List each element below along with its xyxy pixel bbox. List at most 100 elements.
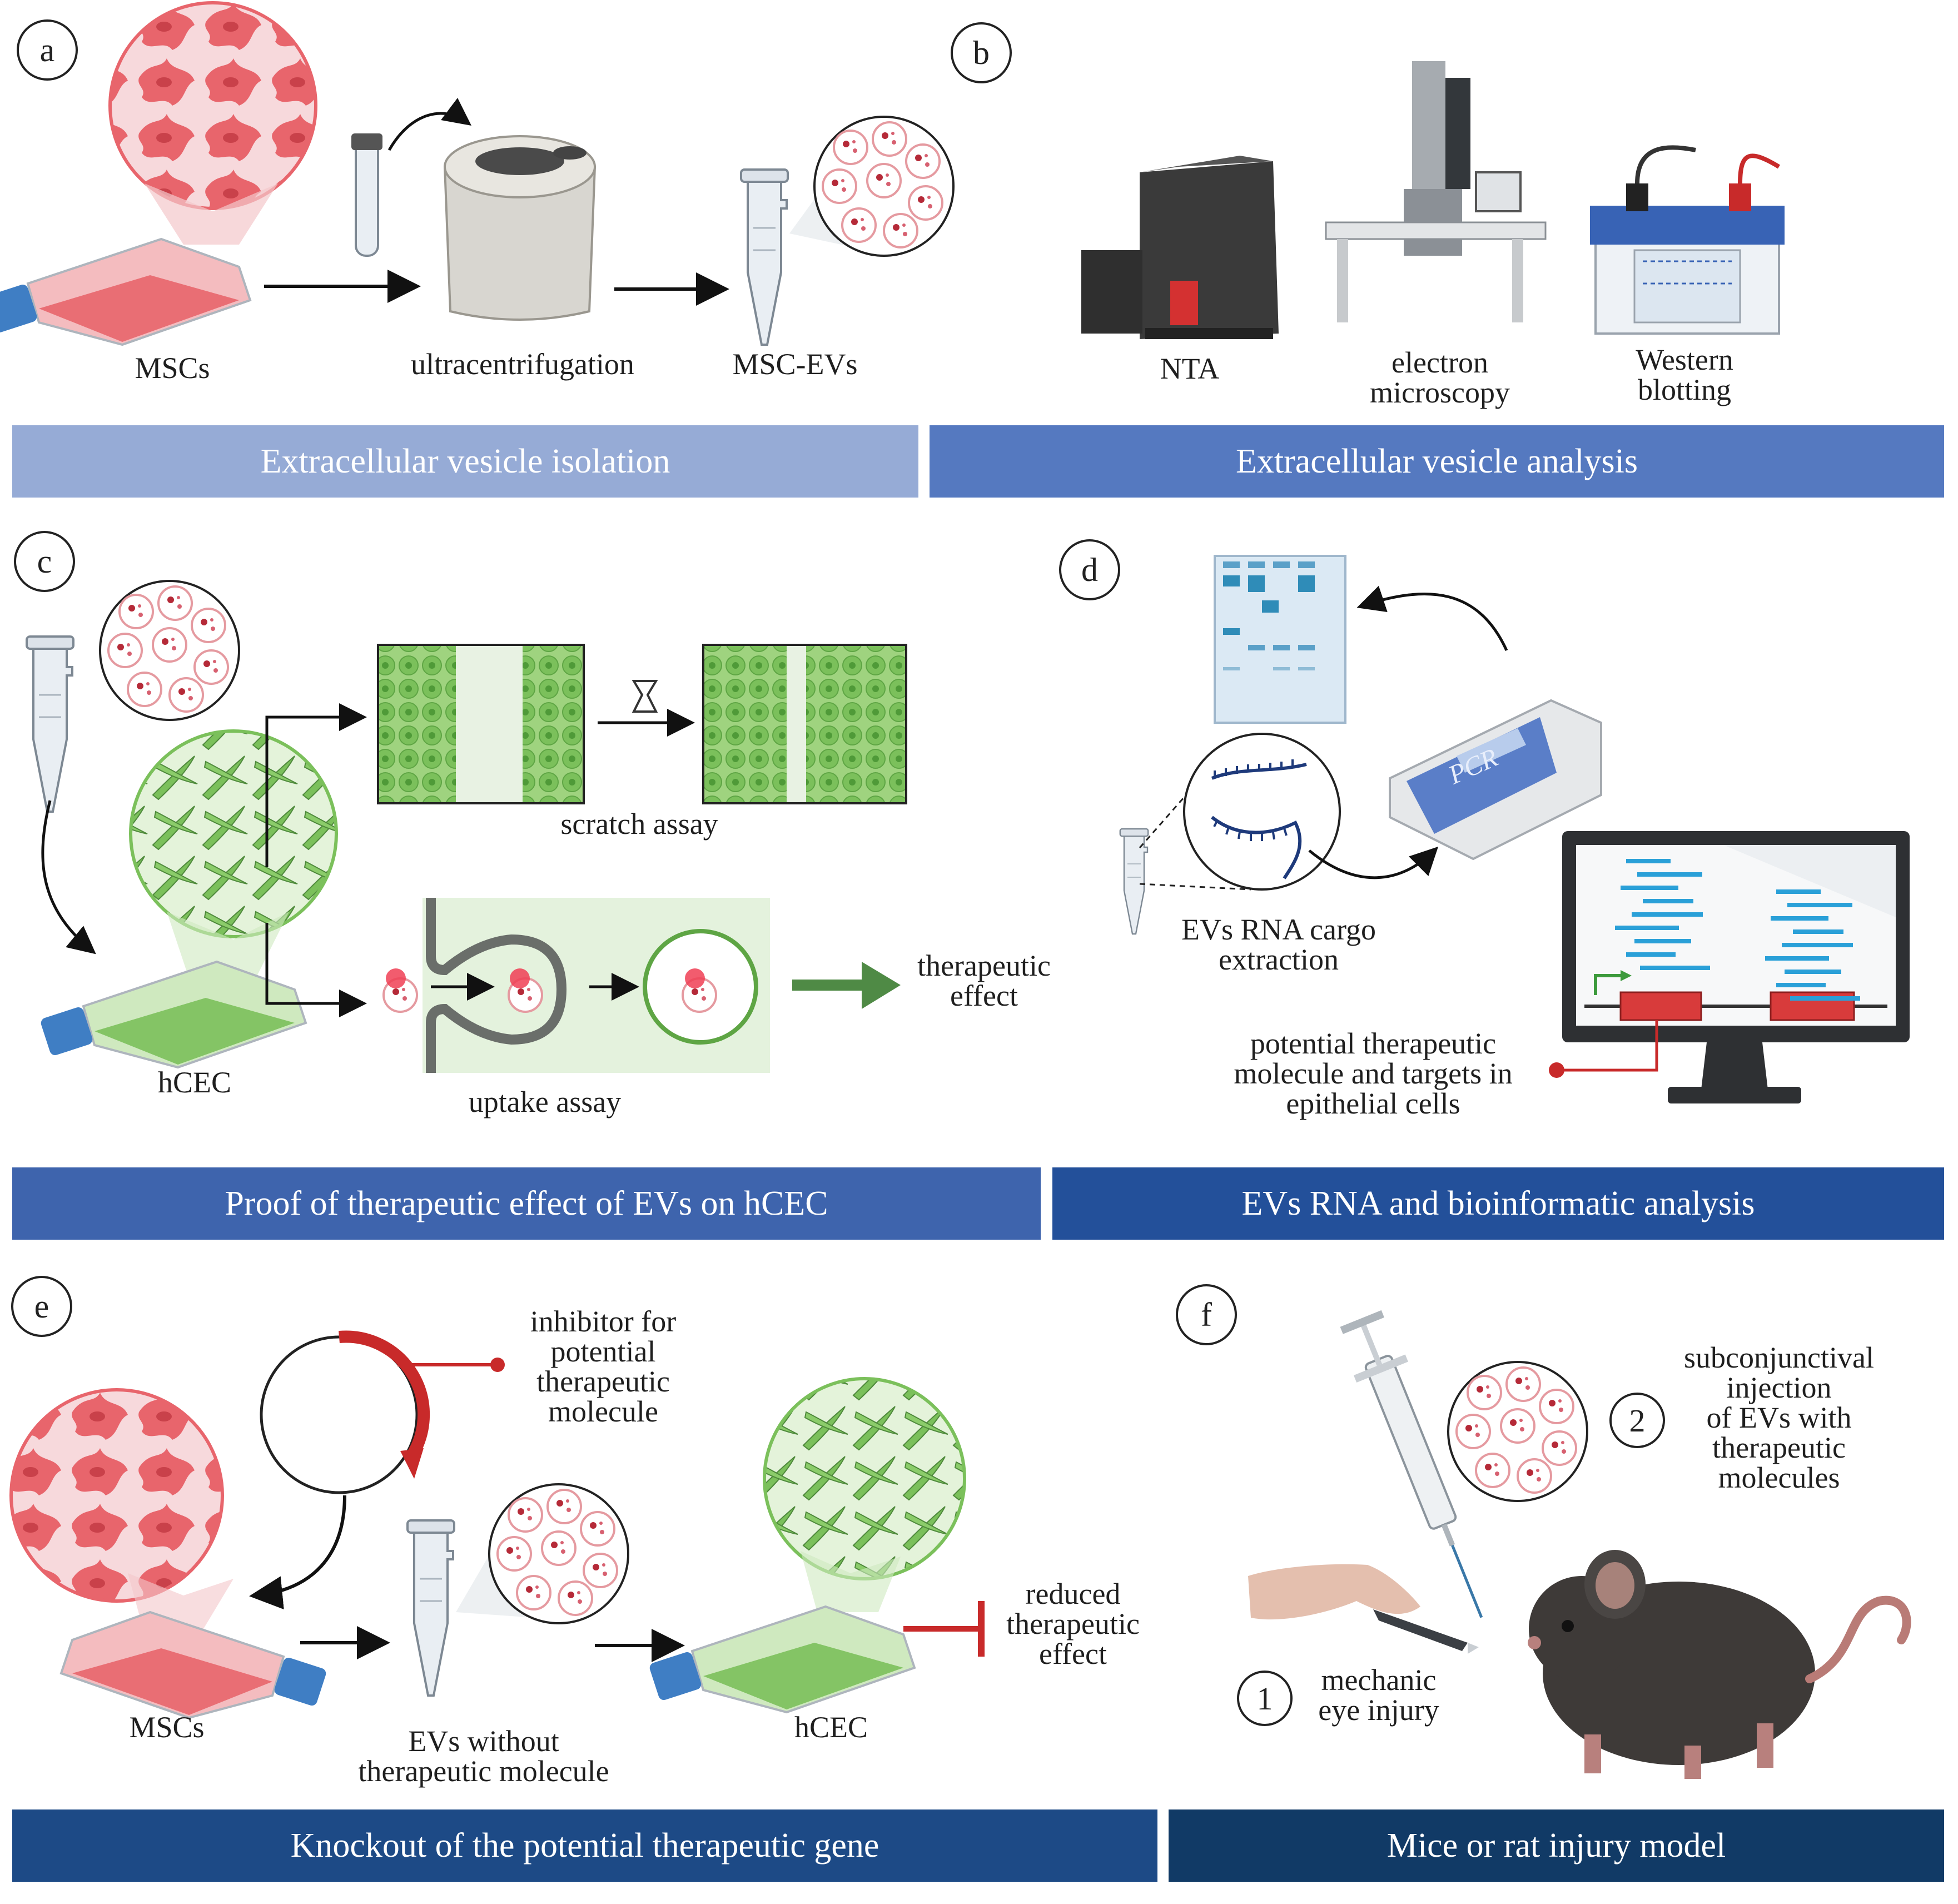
label-rna-cargo-extraction: EVs RNA cargo extraction [1145, 914, 1412, 975]
f-ev-magnified-circle [1448, 1362, 1587, 1501]
label-electron-microscopy: electron microscopy [1345, 347, 1534, 407]
label-inj-line4: therapeutic [1712, 1431, 1846, 1464]
gel-icon [1214, 555, 1346, 724]
e-msc-magnified-circle [9, 1388, 224, 1603]
c-ev-magnified-circle [100, 581, 239, 720]
msc-flask-icon [0, 238, 251, 346]
label-mech-line2: eye injury [1318, 1693, 1439, 1727]
mouse-icon [1528, 1550, 1911, 1779]
panel-letter-c: c [14, 531, 75, 592]
label-wb-line2: blotting [1637, 373, 1731, 406]
label-therapeutic-effect: therapeutic effect [901, 951, 1067, 1011]
label-inj-line1: subconjunctival [1684, 1341, 1874, 1374]
nta-instrument-icon [1081, 156, 1279, 339]
alignment-bar [1615, 926, 1679, 930]
step-1-badge: 1 [1237, 1671, 1293, 1726]
label-inj-line2: injection [1726, 1371, 1832, 1404]
inhibition-symbol [903, 1601, 985, 1657]
panel-letter-f: f [1176, 1284, 1237, 1345]
label-reduced-line3: effect [1039, 1637, 1107, 1671]
label-reduced-effect: reduced therapeutic effect [990, 1579, 1156, 1669]
alignment-bar [1634, 939, 1691, 943]
bioinformatic-bars [1615, 859, 1860, 1001]
c-tube-to-flask-arrow [41, 800, 96, 955]
target-pointer-line [1557, 1020, 1658, 1072]
alignment-bar [1776, 983, 1826, 987]
label-e-hcec: hCEC [794, 1711, 868, 1744]
label-target-line1: potential therapeutic [1250, 1027, 1497, 1060]
label-inj-line5: molecules [1718, 1461, 1840, 1494]
c-arrow-to-scratch [265, 703, 367, 867]
panel-d-art [1119, 555, 1910, 1103]
alignment-bar [1640, 966, 1710, 970]
alignment-bar [1765, 956, 1829, 961]
label-cargo-line1: EVs RNA cargo [1181, 913, 1376, 946]
label-uptake-assay: uptake assay [468, 1085, 622, 1118]
bar-proof-effect: Proof of therapeutic effect of EVs on hC… [12, 1167, 1041, 1240]
rna-to-pcr-arrow [1308, 846, 1439, 879]
hand-scalpel-icon [1248, 1564, 1479, 1654]
label-reduced-line2: therapeutic [1006, 1607, 1140, 1640]
label-inj-line3: of EVs with [1706, 1401, 1852, 1434]
plasmid-icon [260, 1330, 430, 1494]
western-blot-tank-icon [1590, 145, 1785, 335]
pcr-to-gel-arrow [1356, 585, 1508, 652]
label-hcec: hCEC [157, 1066, 232, 1099]
therapeutic-effect-arrow [792, 962, 901, 1009]
label-mscs: MSCs [135, 351, 210, 385]
panel-a-art [0, 1, 953, 346]
alignment-bar [1790, 996, 1860, 1001]
c-arrow-to-uptake [265, 923, 367, 1017]
label-em-line1: electron [1392, 346, 1488, 379]
label-subconjunctival-injection: subconjunctival injection of EVs with th… [1662, 1343, 1896, 1493]
alignment-bar [1785, 970, 1841, 974]
label-evs-line2: therapeutic molecule [358, 1754, 609, 1788]
alignment-bar [1782, 943, 1853, 947]
label-reduced-line1: reduced [1025, 1577, 1121, 1610]
c-ev-tube-icon [26, 635, 74, 813]
tube-to-centrifuge-arrow [387, 98, 472, 151]
label-effect-line1: therapeutic [917, 949, 1051, 982]
bar-mice-model: Mice or rat injury model [1169, 1809, 1944, 1882]
label-scratch-assay: scratch assay [560, 807, 718, 841]
ev-tube-icon [740, 168, 789, 346]
e-ev-tube-icon [406, 1519, 455, 1697]
label-mech-line1: mechanic [1321, 1663, 1437, 1697]
label-inhib-line4: molecule [548, 1395, 658, 1428]
panel-c-art [26, 581, 907, 1073]
ultracentrifuge-icon [443, 135, 597, 321]
label-target-line3: epithelial cells [1286, 1087, 1460, 1120]
label-potential-targets: potential therapeutic molecule and targe… [1195, 1028, 1551, 1118]
monitor-icon [1562, 831, 1910, 1103]
label-evs-line1: EVs without [408, 1724, 559, 1758]
label-inhib-line3: therapeutic [536, 1365, 670, 1398]
label-wb-line1: Western [1636, 343, 1733, 376]
panel-f-art [1248, 1310, 1911, 1779]
hourglass-icon [632, 680, 658, 713]
step-2-badge: 2 [1609, 1393, 1665, 1448]
electron-microscope-icon [1325, 61, 1547, 322]
alignment-bar [1793, 929, 1843, 934]
ev-magnified-circle [814, 117, 953, 256]
panel-letter-e: e [11, 1276, 72, 1337]
hcec-magnified-circle [129, 729, 338, 938]
label-ultracentrifugation: ultracentrifugation [411, 347, 634, 381]
bar-knockout: Knockout of the potential therapeutic ge… [12, 1809, 1157, 1882]
label-inhibitor: inhibitor for potential therapeutic mole… [500, 1306, 706, 1426]
d-ev-tube-icon [1119, 828, 1149, 935]
label-western-blotting: Western blotting [1601, 345, 1768, 405]
centrifuge-tube-icon [351, 133, 382, 257]
label-nta: NTA [1160, 352, 1220, 385]
label-e-mscs: MSCs [129, 1711, 205, 1744]
plasmid-to-msc-arrow [249, 1495, 346, 1610]
alignment-bar [1632, 912, 1703, 917]
scratch-assay-after [702, 644, 907, 804]
rna-magnified-circle [1183, 733, 1341, 891]
e-hcec-magnified-circle [763, 1377, 966, 1580]
alignment-bar [1771, 916, 1828, 921]
alignment-bar [1776, 889, 1821, 894]
e-hcec-flask-icon [647, 1605, 916, 1713]
label-evs-without: EVs without therapeutic molecule [328, 1726, 639, 1786]
alignment-bar [1626, 952, 1676, 957]
